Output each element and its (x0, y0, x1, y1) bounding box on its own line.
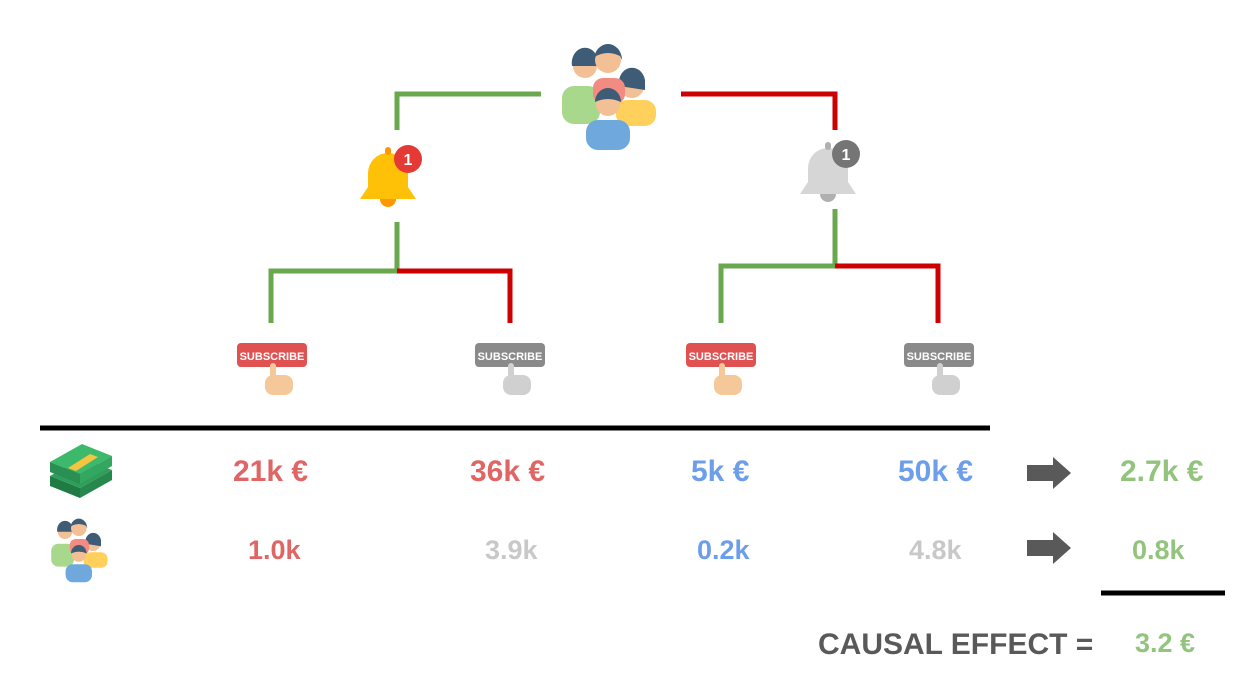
arrow-right-icon (1027, 532, 1071, 564)
revenue-value: 36k € (470, 455, 546, 488)
users-value: 0.2k (697, 535, 750, 565)
money-stack-icon (50, 444, 112, 498)
svg-text:SUBSCRIBE: SUBSCRIBE (689, 351, 754, 363)
subscribe-button: SUBSCRIBE (237, 343, 307, 395)
group-icon (562, 44, 656, 150)
subscribe-button: SUBSCRIBE (475, 343, 545, 395)
connector-no-notification-to-subscribe (718, 263, 835, 323)
hand-pointer-icon (265, 363, 293, 395)
connector-root-to-notification (394, 91, 541, 130)
svg-text:SUBSCRIBE: SUBSCRIBE (478, 351, 543, 363)
bell-badge-count: 1 (404, 152, 413, 169)
badge-red (394, 145, 422, 173)
hand-pointer-icon (932, 363, 960, 395)
connector-notification-to-not-subscribe (397, 268, 513, 323)
users-value: 1.0k (248, 535, 301, 565)
hand-pointer-icon (714, 363, 742, 395)
connector-no-notification-to-not-subscribe (835, 263, 941, 323)
revenue-value: 50k € (898, 455, 974, 488)
hand-pointer-icon (503, 363, 531, 395)
svg-text:SUBSCRIBE: SUBSCRIBE (240, 351, 305, 363)
users-value: 4.8k (909, 535, 962, 565)
subscribe-button: SUBSCRIBE (686, 343, 756, 395)
connector-root-to-no-notification (681, 91, 838, 130)
tree-connectors (268, 91, 941, 323)
revenue-result: 2.7k € (1120, 455, 1204, 488)
revenue-value: 21k € (233, 455, 309, 488)
bell-badge-count: 1 (842, 147, 851, 164)
bell-notification-icon: 1 (360, 145, 422, 207)
svg-text:SUBSCRIBE: SUBSCRIBE (907, 351, 972, 363)
causal-effect-value: 3.2 € (1135, 628, 1196, 658)
connector-notification-to-subscribe (268, 268, 397, 323)
users-result: 0.8k (1132, 535, 1185, 565)
arrow-right-icon (1027, 457, 1071, 489)
bell-muted-icon: 1 (800, 140, 860, 202)
badge-grey (832, 140, 860, 168)
group-icon (51, 518, 108, 583)
revenue-value: 5k € (691, 455, 750, 488)
users-value: 3.9k (485, 535, 538, 565)
subscribe-button: SUBSCRIBE (904, 343, 974, 395)
causal-effect-label: CAUSAL EFFECT = (818, 628, 1094, 661)
